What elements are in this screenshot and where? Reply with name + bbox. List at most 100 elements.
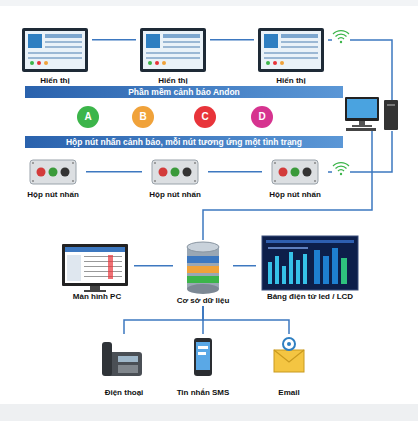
phone-keypad — [118, 365, 138, 373]
at-symbol — [283, 338, 295, 350]
mobile-screen — [196, 342, 210, 370]
button-box-node: Hộp nút nhấn — [20, 158, 86, 200]
wifi-backdrop — [332, 162, 350, 176]
pc-stand — [352, 125, 372, 127]
pc-monitor-node: Màn hình PC — [60, 240, 134, 302]
band-label: Phần mềm cảnh báo Andon — [25, 86, 343, 98]
board-bar — [289, 252, 293, 284]
envelope-flap — [274, 350, 304, 362]
database-node: Cơ sở dữ liệu — [173, 240, 233, 306]
wall-screen — [22, 28, 88, 72]
node-label: Tin nhắn SMS — [163, 388, 243, 398]
db-layer — [187, 256, 219, 263]
computer-icon — [345, 97, 398, 131]
db-top — [187, 242, 219, 252]
button-box — [152, 160, 198, 184]
footer-strip — [0, 404, 418, 421]
pc-stand — [359, 121, 365, 125]
table-row — [84, 261, 122, 262]
header-strip — [0, 0, 418, 6]
board-bar — [268, 262, 272, 284]
connector-line — [134, 265, 173, 267]
status-circle: A — [77, 106, 99, 128]
pc-monitor — [345, 97, 379, 121]
board-gauge — [332, 248, 338, 284]
software-band: Phần mềm cảnh báo Andon — [25, 86, 343, 98]
status-circle: D — [251, 106, 273, 128]
monitor-screen — [65, 247, 125, 283]
board-gauge — [314, 250, 320, 284]
sms-node: Tin nhắn SMS — [173, 334, 233, 398]
mobile-phone-icon — [194, 338, 212, 376]
led-board — [262, 236, 358, 290]
button-box — [272, 160, 318, 184]
wifi-icon — [333, 31, 349, 44]
mobile-body — [194, 338, 212, 376]
node-label: Bảng điện tử led / LCD — [246, 292, 374, 302]
monitor-titlebar — [65, 247, 125, 252]
db-body — [187, 247, 219, 289]
node-label: Hộp nút nhấn — [252, 190, 338, 200]
connector-line — [124, 306, 203, 334]
wifi-icon — [333, 163, 349, 176]
monitor-icon — [62, 244, 128, 292]
pc-screen — [347, 99, 377, 118]
monitor-bezel — [62, 244, 128, 286]
phone-node: Điện thoại — [96, 334, 152, 398]
board-bar — [303, 254, 307, 284]
sms-bubble — [198, 352, 206, 355]
board-header — [266, 240, 354, 243]
board-gauge — [341, 258, 347, 284]
display-screen: Hiển thị — [136, 26, 210, 86]
connector-line — [86, 171, 142, 173]
node-label: Cơ sở dữ liệu — [163, 296, 243, 306]
button-band: Hộp nút nhấn cảnh báo, mỗi nút tương ứng… — [25, 136, 343, 148]
wall-screen — [258, 28, 324, 72]
status-circle: B — [132, 106, 154, 128]
phone-display — [118, 356, 138, 362]
board-bar — [296, 260, 300, 284]
phone-handset — [102, 342, 112, 376]
connector-line — [210, 39, 254, 41]
desk-phone-icon — [102, 342, 142, 376]
node-label: Hiển thị — [8, 76, 102, 86]
wifi-backdrop — [332, 30, 350, 44]
node-label: Hiển thị — [244, 76, 338, 86]
circle-letter: C — [194, 106, 216, 128]
circle-letter: B — [132, 106, 154, 128]
table-row — [84, 256, 122, 257]
circle-letter: A — [77, 106, 99, 128]
wall-screen — [140, 28, 206, 72]
table-row — [84, 266, 122, 267]
monitor-base — [84, 290, 106, 292]
board-bar — [275, 256, 279, 284]
table-row — [84, 271, 122, 272]
node-label: Hộp nút nhấn — [132, 190, 218, 200]
pc-keyboard — [346, 128, 376, 131]
db-layer — [187, 276, 219, 283]
button-box — [30, 160, 76, 184]
board-line — [268, 247, 308, 249]
display-screen: Hiển thị — [254, 26, 328, 86]
node-label: Điện thoại — [86, 388, 162, 398]
pc-drive — [387, 104, 395, 106]
connector-line — [203, 306, 289, 334]
envelope — [274, 350, 304, 372]
board-bar — [282, 266, 286, 284]
monitor-stand — [90, 286, 100, 290]
database-icon — [187, 242, 219, 294]
button-box-node: Hộp nút nhấn — [142, 158, 208, 200]
db-bottom — [187, 284, 219, 294]
pc-tower — [384, 100, 398, 130]
led-board-icon — [262, 236, 358, 290]
node-label: Email — [252, 388, 326, 398]
band-label: Hộp nút nhấn cảnh báo, mỗi nút tương ứng… — [25, 136, 343, 148]
email-icon — [274, 338, 304, 372]
at-symbol-core — [287, 342, 291, 346]
node-label: Hiển thị — [126, 76, 220, 86]
led-board-node: Bảng điện tử led / LCD — [256, 232, 364, 302]
board-gauge — [323, 256, 329, 284]
email-node: Email — [262, 334, 316, 398]
